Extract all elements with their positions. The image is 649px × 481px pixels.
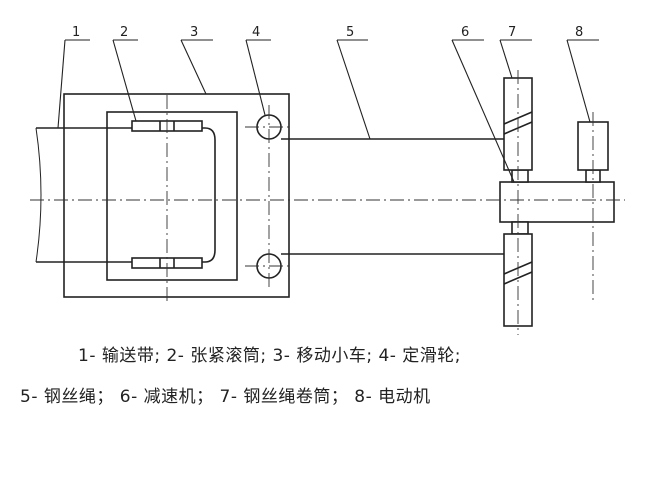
callout-7: 7 bbox=[508, 25, 516, 40]
callout-4: 4 bbox=[252, 25, 260, 40]
legend-line-1: 1- 输送带; 2- 张紧滚筒; 3- 移动小车; 4- 定滑轮; bbox=[78, 346, 462, 366]
steel-wire-rope bbox=[281, 138, 514, 255]
callout-2: 2 bbox=[120, 25, 128, 40]
legend-line-2: 5- 钢丝绳； 6- 减速机； 7- 钢丝绳卷筒； 8- 电动机 bbox=[20, 387, 431, 407]
callout-6: 6 bbox=[461, 25, 469, 40]
moving-trolley bbox=[63, 93, 290, 298]
reducer bbox=[499, 169, 615, 235]
callout-1: 1 bbox=[72, 25, 80, 40]
callout-8: 8 bbox=[575, 25, 583, 40]
callout-5: 5 bbox=[346, 25, 354, 40]
leader-lines bbox=[57, 39, 599, 183]
callout-3: 3 bbox=[190, 25, 198, 40]
center-lines bbox=[30, 70, 625, 335]
conveyor-belt bbox=[35, 127, 216, 263]
